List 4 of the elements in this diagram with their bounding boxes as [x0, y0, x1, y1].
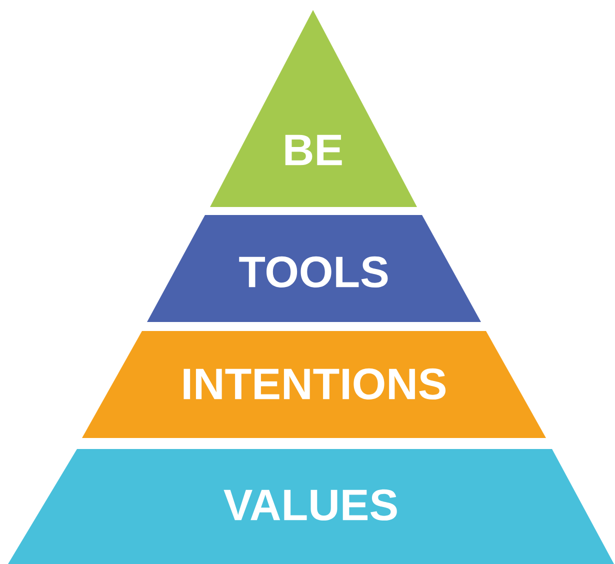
- pyramid-level: INTENTIONS: [82, 330, 546, 438]
- pyramid-level: VALUES: [8, 448, 614, 564]
- pyramid-level: TOOLS: [147, 214, 481, 322]
- pyramid-level: BE: [210, 10, 417, 207]
